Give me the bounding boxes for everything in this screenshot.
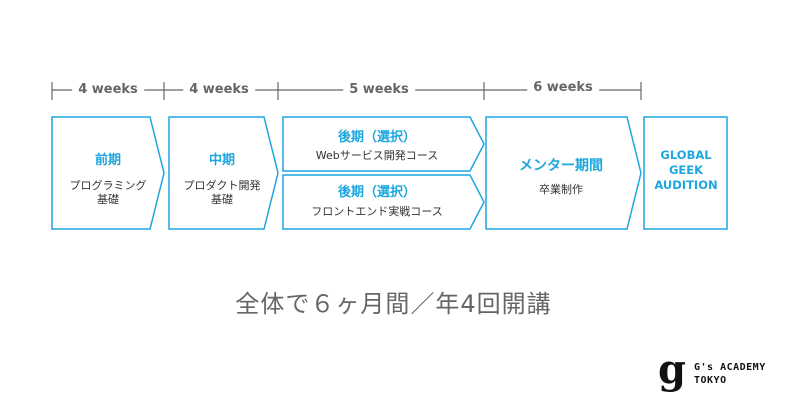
phase-box-early <box>51 116 165 230</box>
duration-label-middle: 4 weeks <box>183 80 255 100</box>
phase-subtitle-early: プログラミング 基礎 <box>69 179 147 206</box>
phase-box-middle <box>168 116 279 230</box>
program-summary: 全体で６ヶ月間／年4回開講 <box>235 290 552 318</box>
duration-label-mentor: 6 weeks <box>527 78 599 98</box>
phase-box-late-front <box>282 174 485 230</box>
gs-academy-logo: g G's ACADEMY TOKYO <box>658 348 778 396</box>
phase-title-middle: 中期 <box>208 153 236 168</box>
phase-title-late-web: 後期（選択） <box>337 130 417 145</box>
logo-text-line1: G's ACADEMY <box>694 362 766 373</box>
logo-text-line2: TOKYO <box>694 375 727 386</box>
phase-subtitle-middle: プロダクト開発 基礎 <box>183 179 261 206</box>
duration-label-late: 5 weeks <box>343 80 415 100</box>
phase-title-mentor: メンター期間 <box>519 158 603 174</box>
phase-subtitle-late-front: フロントエンド実戦コース <box>311 205 443 218</box>
phase-box-late-web <box>282 116 485 172</box>
phase-box-gga <box>643 116 728 230</box>
duration-label-early: 4 weeks <box>72 80 144 100</box>
phase-box-mentor <box>485 116 642 230</box>
logo-mark: g <box>658 346 686 393</box>
phase-subtitle-late-web: Webサービス開発コース <box>315 149 439 162</box>
phase-title-late-front: 後期（選択） <box>337 185 417 200</box>
phase-title-early: 前期 <box>94 153 122 168</box>
phase-subtitle-mentor: 卒業制作 <box>539 183 583 196</box>
phase-title-gga: GLOBAL GEEK AUDITION <box>654 148 718 192</box>
